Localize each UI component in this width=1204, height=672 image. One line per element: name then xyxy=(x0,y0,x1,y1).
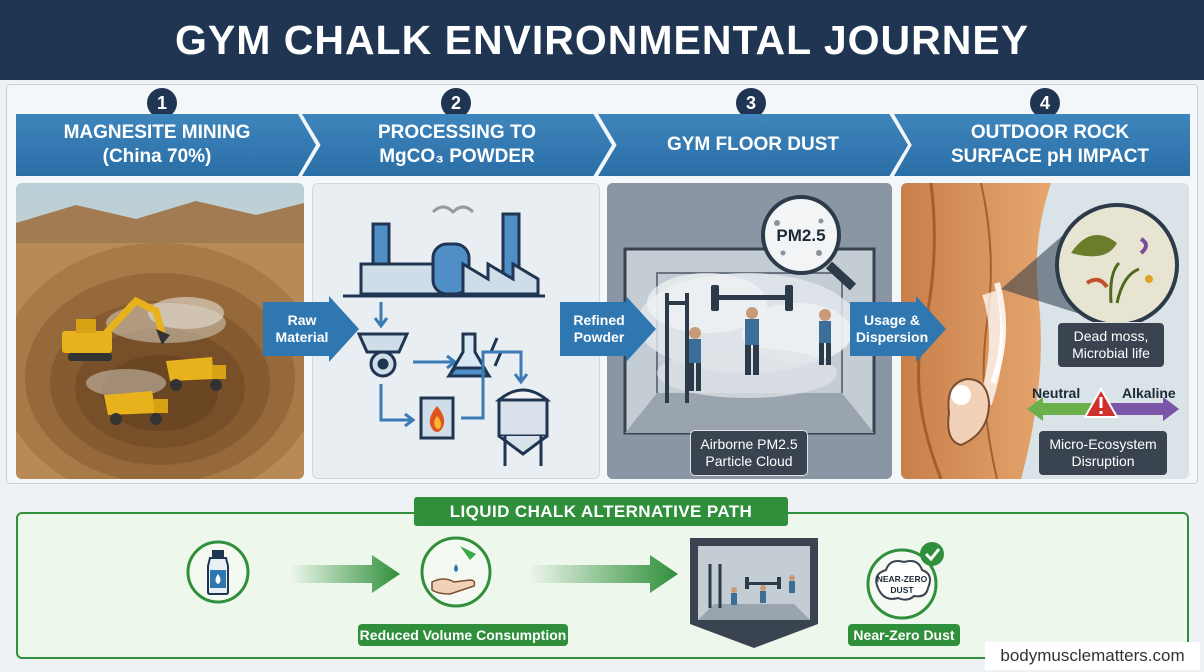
green-arrow xyxy=(528,555,678,593)
step-number-2: 2 xyxy=(441,88,471,118)
warning-icon xyxy=(1083,386,1119,418)
step-2-line2: MgCO₃ POWDER xyxy=(379,146,535,167)
dump-truck-icon xyxy=(166,357,226,391)
step-2-line1: PROCESSING TO xyxy=(377,122,536,143)
open-pit-mine-illustration xyxy=(16,183,304,479)
connector-1-line1: Raw xyxy=(287,312,317,328)
connector-2-line1: Refined xyxy=(573,312,625,328)
pm25-label: PM2.5 xyxy=(776,226,825,245)
weightlifter-icon xyxy=(711,285,793,375)
rock-surface-illustration xyxy=(901,183,1189,479)
connector-usage-dispersion: Usage &Dispersion xyxy=(850,296,946,362)
step-banner-3: GYM FLOOR DUST xyxy=(598,114,908,176)
processing-illustration xyxy=(343,205,552,466)
connector-2-line2: Powder xyxy=(573,329,625,345)
microbe-circle-icon xyxy=(1055,203,1179,327)
athlete-icon xyxy=(689,327,701,391)
hand-icon xyxy=(947,377,991,447)
scale-right-label: Alkaline xyxy=(1122,385,1176,401)
liquid-chalk-bottle-icon xyxy=(186,540,250,604)
silo-icon xyxy=(494,388,552,466)
connector-3-line1: Usage & xyxy=(863,312,920,328)
factory-icon xyxy=(343,205,545,298)
step-4-line1: OUTDOOR ROCK xyxy=(970,122,1130,143)
crusher-icon xyxy=(356,302,410,378)
step-1-line2: (China 70%) xyxy=(102,146,212,167)
step-banner-4: OUTDOOR ROCK SURFACE pH IMPACT xyxy=(894,114,1190,176)
excavator-icon xyxy=(62,296,170,361)
page-title: GYM CHALK ENVIRONMENTAL JOURNEY xyxy=(174,16,1030,63)
climber-icon xyxy=(819,309,831,365)
gym-dust-illustration: PM2.5 xyxy=(607,183,892,479)
reduced-volume-label: Reduced Volume Consumption xyxy=(358,624,568,646)
organism-caption-line1: Dead moss, xyxy=(1073,328,1149,344)
magnifier-icon xyxy=(761,195,857,291)
kiln-fire-icon xyxy=(419,396,455,440)
rack-icon xyxy=(665,293,689,403)
step-banner-2: PROCESSING TO MgCO₃ POWDER xyxy=(302,114,612,176)
step-banner-1: MAGNESITE MINING (China 70%) xyxy=(16,114,316,176)
watermark: bodymusclematters.com xyxy=(985,642,1200,670)
connector-1-line2: Material xyxy=(275,329,329,345)
impact-caption-line2: Disruption xyxy=(1071,453,1135,469)
organism-caption-line2: Microbial life xyxy=(1072,345,1150,361)
green-arrow xyxy=(290,555,400,593)
gym-panel: PM2.5 xyxy=(607,183,892,479)
step-4-line2: SURFACE pH IMPACT xyxy=(950,146,1150,167)
dump-truck-icon xyxy=(104,391,168,425)
badge-line1: NEAR-ZERO xyxy=(877,574,928,584)
step-number-4: 4 xyxy=(1030,88,1060,118)
scale-left-label: Neutral xyxy=(1032,385,1081,401)
organism-caption: Dead moss, Microbial life xyxy=(1057,322,1165,368)
hand-drop-icon xyxy=(420,536,492,608)
near-zero-dust-badge-icon: NEAR-ZERO DUST xyxy=(866,542,944,620)
near-zero-dust-label: Near-Zero Dust xyxy=(848,624,960,646)
mining-panel xyxy=(16,183,304,479)
pm25-caption: Airborne PM2.5 Particle Cloud xyxy=(690,430,808,476)
step-3-line1: GYM FLOOR DUST xyxy=(666,134,840,155)
badge-line2: DUST xyxy=(890,585,914,595)
impact-caption-line1: Micro-Ecosystem xyxy=(1049,436,1157,452)
step-number-3: 3 xyxy=(736,88,766,118)
step-1-line1: MAGNESITE MINING xyxy=(63,122,251,143)
processing-panel xyxy=(312,183,600,479)
pm25-caption-line2: Particle Cloud xyxy=(705,453,793,469)
pm25-caption-line1: Airborne PM2.5 xyxy=(700,436,798,452)
connector-3-line2: Dispersion xyxy=(855,329,929,345)
rock-panel xyxy=(901,183,1189,479)
impact-caption: Micro-Ecosystem Disruption xyxy=(1038,430,1168,476)
alternative-path-title: LIQUID CHALK ALTERNATIVE PATH xyxy=(414,497,788,526)
flask-icon xyxy=(446,332,504,378)
title-bar: GYM CHALK ENVIRONMENTAL JOURNEY xyxy=(0,0,1204,80)
step-number-1: 1 xyxy=(147,88,177,118)
clean-gym-illustration xyxy=(690,538,818,648)
